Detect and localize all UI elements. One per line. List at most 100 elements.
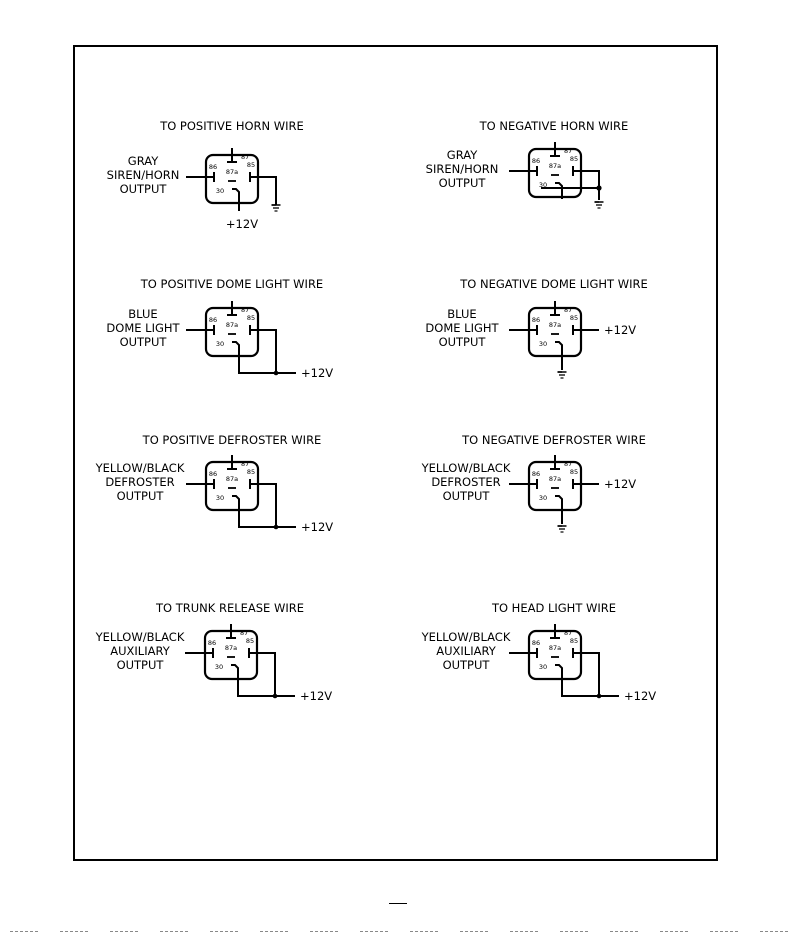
pin-label: 30: [539, 340, 547, 348]
pin-label: 30: [216, 494, 224, 502]
pin-label: 30: [539, 494, 547, 502]
diagram-frame: [73, 45, 718, 861]
pin-label: 85: [570, 637, 578, 645]
pin-label: 85: [247, 314, 255, 322]
voltage-label: +12V: [301, 366, 333, 380]
pin-30: [555, 664, 563, 681]
wire-30: [237, 681, 295, 697]
pin-label: 87a: [226, 321, 238, 329]
junction-dot: [273, 370, 279, 376]
input-label: YELLOW/BLACK: [95, 630, 185, 644]
junction-dot: [596, 693, 602, 699]
wire-85: [250, 483, 277, 527]
relay-title: TO NEGATIVE HORN WIRE: [479, 119, 629, 133]
bottom-dash: [710, 931, 738, 932]
pin-30: [555, 495, 563, 512]
input-label: DEFROSTER: [105, 475, 174, 489]
bottom-dash: [460, 931, 488, 932]
pin-label: 87a: [226, 475, 238, 483]
junction-dot: [273, 524, 279, 530]
relay-title: TO NEGATIVE DEFROSTER WIRE: [461, 433, 646, 447]
junction-dot: [272, 693, 278, 699]
relay-title: TO POSITIVE HORN WIRE: [159, 119, 304, 133]
bottom-dash: [510, 931, 538, 932]
wire-85: [250, 329, 277, 373]
pin-label: 87a: [226, 168, 238, 176]
input-label: BLUE: [128, 307, 157, 321]
relay-1: TO POSITIVE HORN WIREGRAYSIREN/HORNOUTPU…: [107, 119, 304, 231]
input-label: OUTPUT: [439, 335, 487, 349]
input-label: YELLOW/BLACK: [421, 630, 511, 644]
voltage-label: +12V: [226, 217, 258, 231]
wire-85: [250, 176, 277, 205]
relay-2: TO NEGATIVE HORN WIREGRAYSIREN/HORNOUTPU…: [426, 119, 629, 209]
input-label: DOME LIGHT: [425, 321, 499, 335]
bottom-dash: [210, 931, 238, 932]
wire-30: [561, 681, 619, 697]
input-label: SIREN/HORN: [426, 162, 499, 176]
relay-title: TO TRUNK RELEASE WIRE: [155, 601, 304, 615]
pin-label: 87: [564, 306, 572, 314]
relay-title: TO NEGATIVE DOME LIGHT WIRE: [459, 277, 648, 291]
input-label: DOME LIGHT: [106, 321, 180, 335]
bottom-dash: [110, 931, 138, 932]
pin-30: [555, 182, 563, 199]
input-label: OUTPUT: [443, 658, 491, 672]
pin-label: 85: [247, 161, 255, 169]
input-label: AUXILIARY: [110, 644, 170, 658]
relay-title: TO HEAD LIGHT WIRE: [491, 601, 616, 615]
pin-label: 30: [539, 181, 547, 189]
voltage-label: +12V: [301, 520, 333, 534]
pin-label: 86: [209, 470, 217, 478]
page-number-rule: [389, 903, 407, 904]
ground-symbol: [594, 201, 604, 209]
wire-85: [249, 652, 276, 696]
input-label: OUTPUT: [120, 335, 168, 349]
pin-label: 87: [564, 147, 572, 155]
input-label: OUTPUT: [117, 658, 165, 672]
bottom-dash: [310, 931, 338, 932]
pin-label: 87: [240, 629, 248, 637]
relay-title: TO POSITIVE DOME LIGHT WIRE: [140, 277, 323, 291]
wire-30: [238, 358, 296, 374]
pin-30: [232, 188, 240, 205]
relay-6: TO NEGATIVE DEFROSTER WIREYELLOW/BLACKDE…: [421, 433, 646, 533]
input-label: YELLOW/BLACK: [95, 461, 185, 475]
pin-label: 86: [209, 316, 217, 324]
pin-label: 87: [241, 153, 249, 161]
pin-label: 85: [247, 468, 255, 476]
pin-label: 87a: [549, 644, 561, 652]
bottom-dash: [10, 931, 38, 932]
input-label: OUTPUT: [120, 182, 168, 196]
pin-30: [555, 341, 563, 358]
pin-label: 30: [215, 663, 223, 671]
voltage-label: +12V: [604, 477, 636, 491]
relay-title: TO POSITIVE DEFROSTER WIRE: [142, 433, 322, 447]
pin-label: 86: [532, 157, 540, 165]
wire-85: [573, 652, 600, 696]
bottom-dash: [60, 931, 88, 932]
input-label: OUTPUT: [443, 489, 491, 503]
bottom-dash: [660, 931, 688, 932]
pin-label: 30: [216, 340, 224, 348]
input-label: SIREN/HORN: [107, 168, 180, 182]
voltage-label: +12V: [604, 323, 636, 337]
pin-label: 85: [570, 314, 578, 322]
bottom-dash: [760, 931, 788, 932]
pin-label: 85: [246, 637, 254, 645]
bottom-dash: [160, 931, 188, 932]
pin-label: 86: [208, 639, 216, 647]
pin-label: 87: [241, 460, 249, 468]
input-label: GRAY: [447, 148, 478, 162]
pin-label: 86: [532, 470, 540, 478]
pin-label: 87a: [549, 475, 561, 483]
pin-label: 30: [539, 663, 547, 671]
pin-label: 86: [532, 316, 540, 324]
bottom-dash: [560, 931, 588, 932]
pin-label: 85: [570, 468, 578, 476]
input-label: DEFROSTER: [431, 475, 500, 489]
pin-label: 30: [216, 187, 224, 195]
pin-label: 86: [532, 639, 540, 647]
